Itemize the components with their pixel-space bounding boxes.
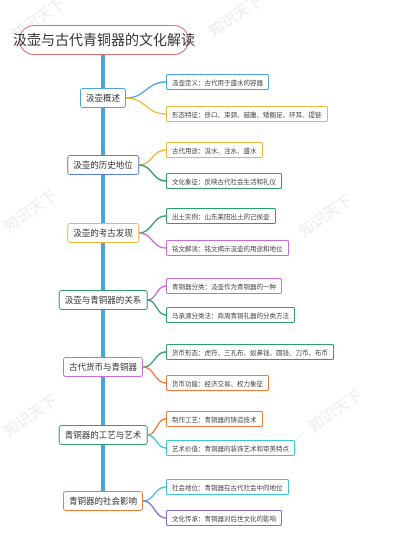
leaf-node[interactable]: 形态特征：侈口、束颈、鼓腹、矮圈足、环耳、提链 (166, 106, 328, 122)
branch-node[interactable]: 汲壶的考古发现 (67, 223, 139, 243)
leaf-node[interactable]: 马承源分类法：商周青铜礼器的分类方法 (166, 307, 295, 323)
connector-curve (142, 366, 167, 384)
branch-node[interactable]: 汲壶的历史地位 (67, 155, 139, 175)
branch-node[interactable]: 古代货币与青铜器 (62, 357, 144, 377)
connector-curve (125, 81, 167, 99)
leaf-node[interactable]: 汲壶定义：古代用于盛水的容器 (166, 74, 269, 90)
leaf-node[interactable]: 文化传承：青铜器对后世文化的影响 (166, 510, 282, 526)
branch-node[interactable]: 汲壶概述 (79, 88, 127, 108)
leaf-node[interactable]: 铭文解读：铭文揭示汲壶的用途和地位 (166, 240, 289, 256)
leaf-node[interactable]: 社会地位：青铜器在古代社会中的地位 (166, 479, 289, 495)
root-topic[interactable]: 汲壶与古代青铜器的文化解读 (13, 25, 195, 55)
leaf-node[interactable]: 制作工艺：青铜器的铸造技术 (166, 411, 263, 427)
connector-curve (146, 434, 167, 449)
branch-node[interactable]: 青铜器的工艺与艺术 (58, 425, 148, 445)
branch-node[interactable]: 汲壶与青铜器的关系 (58, 290, 148, 310)
leaf-node[interactable]: 文化象征：反映古代社会生活和礼仪 (166, 173, 282, 189)
connector-curve (138, 215, 167, 234)
connector-curve (138, 149, 167, 166)
connector-curve (146, 418, 167, 436)
connector-curve (146, 299, 167, 316)
connector-curve (138, 232, 167, 249)
leaf-node[interactable]: 青铜器分类：汲壶作为青铜器的一种 (166, 278, 282, 294)
leaf-node[interactable]: 货币功能：经济交易、权力象征 (166, 375, 269, 391)
connector-curve (142, 500, 167, 519)
connector-curve (138, 164, 167, 182)
connector-curve (142, 351, 167, 368)
leaf-node[interactable]: 货币形态：虎符、三孔布、蚁鼻钱、圆钱、刀币、布币 (166, 344, 334, 360)
branch-node[interactable]: 青铜器的社会影响 (62, 491, 144, 511)
connector-curve (146, 285, 167, 301)
leaf-node[interactable]: 出土实例：山东莱阳出土的己侯壶 (166, 208, 276, 224)
connector-curve (142, 486, 167, 502)
leaf-node[interactable]: 古代用途：汲水、注水、盛水 (166, 142, 263, 158)
connector-curve (125, 97, 167, 115)
leaf-node[interactable]: 艺术价值：青铜器的装饰艺术和审美特点 (166, 440, 295, 456)
